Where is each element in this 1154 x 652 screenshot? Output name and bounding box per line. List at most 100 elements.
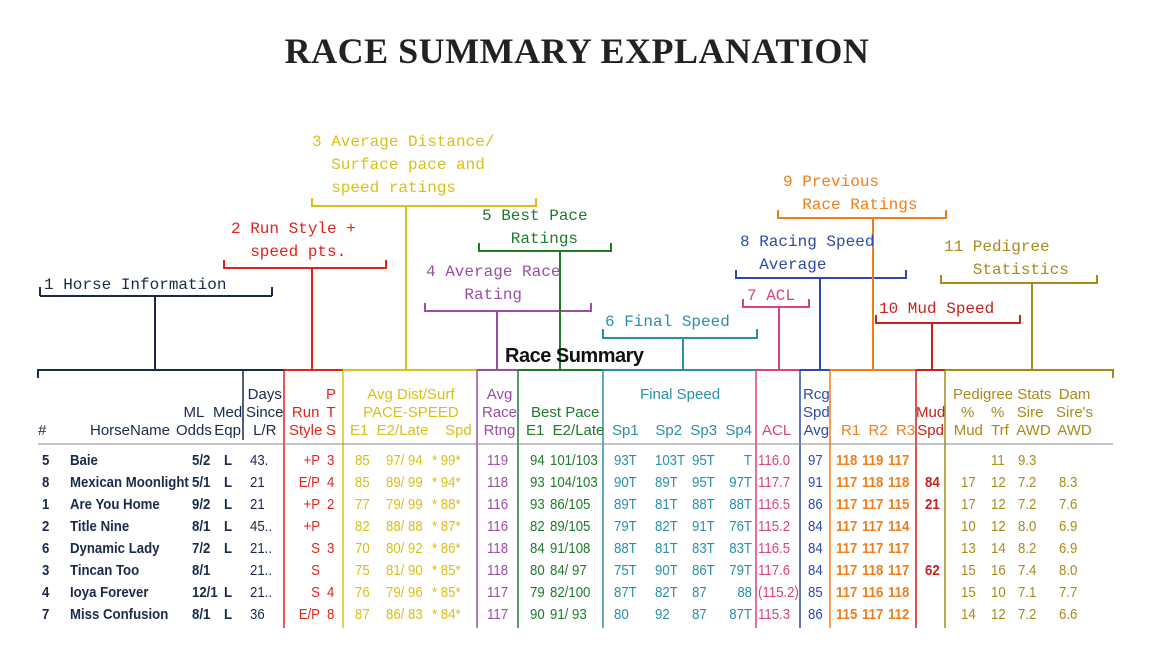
cell-r3: 114 <box>888 518 910 535</box>
cell-rcg: 97 <box>808 452 823 469</box>
cell-r3: 115 <box>888 496 910 513</box>
cell-sp4: 83T <box>729 540 752 557</box>
cell-r1: 115 <box>836 606 858 623</box>
cell-name: Ioya Forever <box>70 584 149 601</box>
cell-r1: 117 <box>836 584 858 601</box>
cell-avg: 117 <box>487 584 509 601</box>
callout-acl: 7 ACL <box>747 287 796 305</box>
cell-sire: 8.2 <box>1018 540 1037 557</box>
cell-acl: 117.6 <box>758 562 791 579</box>
callout-average-distance: 3 Average Distance/ Surface pace and spe… <box>312 133 495 197</box>
cell-b2: 84/ 97 <box>550 562 587 579</box>
cell-sp1: 87T <box>614 584 637 601</box>
cell-num: 8 <box>42 474 50 491</box>
cell-acl: 117.7 <box>758 474 791 491</box>
cell-pmud: 15 <box>961 562 976 579</box>
cell-b2: 101/103 <box>550 452 598 469</box>
cell-acl: 116.5 <box>758 496 791 513</box>
cell-r1: 117 <box>836 540 858 557</box>
cell-dam: 6.9 <box>1059 540 1078 557</box>
cell-ptrf: 11 <box>991 452 1005 469</box>
cell-e1: 70 <box>355 540 370 557</box>
cell-r2: 117 <box>862 496 884 513</box>
cell-sp3: 88T <box>692 496 715 513</box>
cell-pts: 3 <box>327 540 335 557</box>
cell-run: S <box>311 540 320 557</box>
cell-sp3: 83T <box>692 540 715 557</box>
cell-sire: 7.4 <box>1018 562 1037 579</box>
cell-med: L <box>224 540 233 557</box>
cell-odds: 5/2 <box>192 452 211 469</box>
cell-days: 43. <box>250 452 269 469</box>
cell-r2: 117 <box>862 518 884 535</box>
header-racing-speed-average: Rcg Spd Avg <box>803 386 830 439</box>
cell-med: L <box>224 474 233 491</box>
cell-days: 21.. <box>250 562 273 579</box>
cell-med: L <box>224 452 233 469</box>
cell-b1: 82 <box>530 518 545 535</box>
cell-run: +P <box>303 496 320 513</box>
cell-b2: 91/ 93 <box>550 606 587 623</box>
cell-sp4: 97T <box>729 474 752 491</box>
cell-b1: 79 <box>530 584 545 601</box>
cell-e1: 87 <box>355 606 370 623</box>
cell-b1: 80 <box>530 562 545 579</box>
cell-rcg: 85 <box>808 584 823 601</box>
header-days-since: Days Since L/R <box>246 386 284 439</box>
cell-acl: 116.0 <box>758 452 791 469</box>
race-summary-heading: Race Summary <box>505 345 644 367</box>
cell-pmud: 13 <box>961 540 976 557</box>
cell-b2: 86/105 <box>550 496 591 513</box>
cell-days: 21.. <box>250 540 273 557</box>
cell-b2: 104/103 <box>550 474 598 491</box>
header-ml-odds: ML Odds <box>176 404 212 439</box>
callout-run-style: 2 Run Style + speed pts. <box>231 220 356 261</box>
cell-e1: 76 <box>355 584 370 601</box>
callout-final-speed: 6 Final Speed <box>605 313 730 331</box>
cell-acl: 116.5 <box>758 540 791 557</box>
cell-r2: 118 <box>862 562 884 579</box>
cell-rcg: 84 <box>808 518 823 535</box>
cell-odds: 8/1 <box>192 606 211 623</box>
cell-med: L <box>224 584 233 601</box>
cell-sire: 7.1 <box>1018 584 1037 601</box>
cell-sp2: 103T <box>655 452 686 469</box>
cell-sp3: 86T <box>692 562 715 579</box>
cell-ptrf: 14 <box>991 540 1006 557</box>
cell-acl: (115.2) <box>758 584 799 601</box>
cell-ptrf: 12 <box>991 518 1006 535</box>
cell-dam: 8.0 <box>1059 562 1078 579</box>
cell-avg: 117 <box>487 606 509 623</box>
cell-b1: 93 <box>530 474 545 491</box>
cell-ptrf: 12 <box>991 606 1006 623</box>
header-horse-name: HorseName <box>90 422 171 439</box>
cell-e2: 79/ 99 <box>386 496 423 513</box>
cell-med: L <box>224 496 233 513</box>
cell-r2: 117 <box>862 606 884 623</box>
cell-sp1: 79T <box>614 518 637 535</box>
cell-days: 21.. <box>250 584 273 601</box>
cell-sp3: 87 <box>692 606 707 623</box>
cell-pmud: 10 <box>961 518 976 535</box>
callout-horse-information: 1 Horse Information <box>44 276 227 294</box>
cell-mud: 21 <box>925 496 940 513</box>
cell-acl: 115.3 <box>758 606 791 623</box>
cell-b1: 90 <box>530 606 545 623</box>
cell-med: L <box>224 606 233 623</box>
cell-r2: 117 <box>862 540 884 557</box>
cell-ptrf: 10 <box>991 584 1006 601</box>
cell-e2: 97/ 94 <box>386 452 423 469</box>
cell-r3: 118 <box>888 474 910 491</box>
cell-rcg: 84 <box>808 562 823 579</box>
cell-b2: 82/100 <box>550 584 591 601</box>
cell-avg: 118 <box>487 540 509 557</box>
cell-odds: 9/2 <box>192 496 211 513</box>
cell-name: Dynamic Lady <box>70 540 160 557</box>
cell-pts: 3 <box>327 452 335 469</box>
cell-b1: 94 <box>530 452 545 469</box>
header-pts: P T S <box>326 386 337 439</box>
cell-sp4: 87T <box>729 606 752 623</box>
cell-dam: 6.6 <box>1059 606 1078 623</box>
header-med-eqp: Med Eqp <box>213 404 243 439</box>
cell-e2: 88/ 88 <box>386 518 423 535</box>
